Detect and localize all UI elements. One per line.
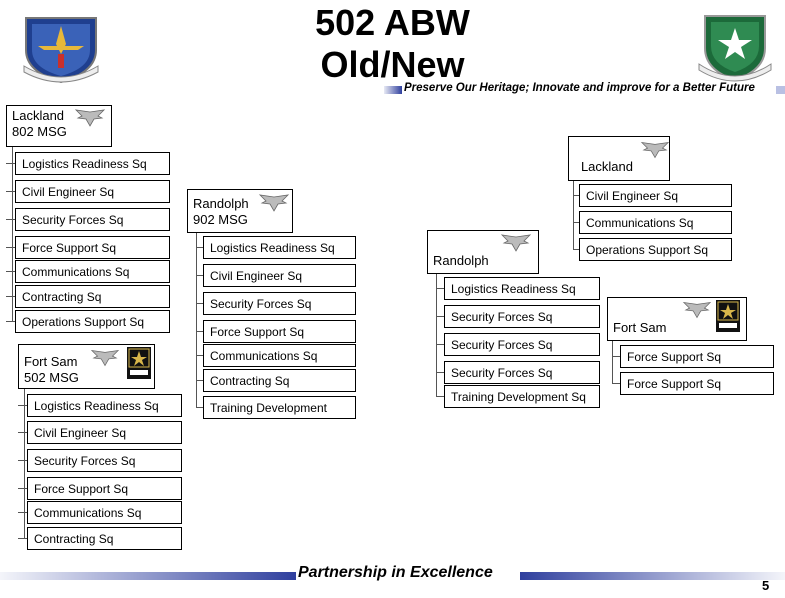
connector	[436, 372, 446, 373]
connector	[436, 316, 446, 317]
fort-sam-new-sq-2: Force Support Sq	[620, 372, 774, 395]
lackland-old-sq-4: Force Support Sq	[15, 236, 170, 259]
lackland-new-sq-3: Operations Support Sq	[579, 238, 732, 261]
lackland-old-unit: 802 MSG	[12, 124, 67, 139]
fort-sam-old-sq-6: Contracting Sq	[27, 527, 182, 550]
eagle-insignia-icon	[640, 141, 670, 159]
footer-accent-bar-right	[520, 572, 785, 580]
lackland-old-sq-3: Security Forces Sq	[15, 208, 170, 231]
connector	[6, 219, 16, 220]
randolph-old-sq-4: Force Support Sq	[203, 320, 356, 343]
randolph-new-name: Randolph	[433, 253, 489, 268]
randolph-new-trunk	[436, 274, 437, 396]
randolph-new-sq-4: Security Forces Sq	[444, 361, 600, 384]
fort-sam-new-name: Fort Sam	[613, 320, 667, 335]
502-abw-shield-logo	[697, 12, 773, 84]
fort-sam-old-unit: 502 MSG	[24, 370, 79, 385]
army-star-icon	[716, 300, 740, 332]
lackland-old-sq-7: Operations Support Sq	[15, 310, 170, 333]
connector	[18, 538, 28, 539]
connector	[6, 247, 16, 248]
title-line-1: 502 ABW	[315, 2, 470, 43]
randolph-new-sq-3: Security Forces Sq	[444, 333, 600, 356]
connector	[18, 405, 28, 406]
randolph-old-sq-1: Logistics Readiness Sq	[203, 236, 356, 259]
connector	[196, 247, 204, 248]
fort-sam-new-trunk	[612, 341, 613, 384]
connector	[573, 222, 581, 223]
connector	[196, 355, 204, 356]
randolph-902-msg-box: Randolph 902 MSG	[187, 189, 293, 233]
eagle-insignia-icon	[500, 234, 532, 252]
connector	[18, 488, 28, 489]
connector	[18, 432, 28, 433]
connector	[196, 407, 204, 408]
randolph-new-sq-1: Logistics Readiness Sq	[444, 277, 600, 300]
eagle-insignia-icon	[258, 194, 290, 212]
title-line-2: Old/New	[320, 44, 465, 85]
lackland-new-sq-2: Communications Sq	[579, 211, 732, 234]
connector	[573, 195, 581, 196]
connector	[573, 249, 581, 250]
eagle-insignia-icon	[74, 109, 106, 127]
randolph-new-sq-5: Training Development Sq	[444, 385, 600, 408]
fort-sam-old-sq-5: Communications Sq	[27, 501, 182, 524]
aetc-shield-logo	[20, 10, 102, 84]
header-accent-bar-end	[776, 86, 785, 94]
randolph-old-sq-2: Civil Engineer Sq	[203, 264, 356, 287]
connector	[196, 275, 204, 276]
randolph-old-trunk	[196, 233, 197, 408]
connector	[436, 396, 446, 397]
connector	[196, 303, 204, 304]
connector	[18, 460, 28, 461]
randolph-old-sq-7: Training Development	[203, 396, 356, 419]
header-accent-bar	[384, 86, 402, 94]
lackland-old-sq-2: Civil Engineer Sq	[15, 180, 170, 203]
randolph-old-sq-3: Security Forces Sq	[203, 292, 356, 315]
lackland-old-sq-5: Communications Sq	[15, 260, 170, 283]
page-number: 5	[762, 578, 770, 593]
lackland-new-name: Lackland	[580, 159, 633, 174]
connector	[6, 163, 16, 164]
lackland-old-name: Lackland	[12, 108, 65, 123]
randolph-old-name: Randolph	[193, 196, 249, 211]
connector	[612, 383, 622, 384]
connector	[6, 271, 16, 272]
lackland-old-trunk	[12, 147, 13, 321]
randolph-old-unit: 902 MSG	[193, 212, 248, 227]
footer-partnership: Partnership in Excellence	[298, 564, 493, 581]
army-star-icon	[127, 347, 151, 379]
fort-sam-old-trunk	[24, 389, 25, 539]
connector	[18, 512, 28, 513]
connector	[436, 288, 446, 289]
randolph-old-sq-6: Contracting Sq	[203, 369, 356, 392]
fort-sam-old-sq-4: Force Support Sq	[27, 477, 182, 500]
eagle-insignia-icon	[682, 301, 712, 319]
connector	[6, 321, 16, 322]
lackland-old-sq-6: Contracting Sq	[15, 285, 170, 308]
fort-sam-old-sq-3: Security Forces Sq	[27, 449, 182, 472]
fort-sam-old-name: Fort Sam	[24, 354, 78, 369]
connector	[436, 344, 446, 345]
fort-sam-old-sq-2: Civil Engineer Sq	[27, 421, 182, 444]
page-title: 502 ABW Old/New	[250, 2, 535, 86]
connector	[612, 356, 622, 357]
connector	[196, 380, 204, 381]
randolph-old-sq-5: Communications Sq	[203, 344, 356, 367]
lackland-new-sq-1: Civil Engineer Sq	[579, 184, 732, 207]
fort-sam-new-sq-1: Force Support Sq	[620, 345, 774, 368]
connector	[196, 331, 204, 332]
motto: Preserve Our Heritage; Innovate and impr…	[404, 82, 755, 94]
fort-sam-old-sq-1: Logistics Readiness Sq	[27, 394, 182, 417]
connector	[6, 296, 16, 297]
lackland-new-box: Lackland	[568, 136, 670, 181]
connector	[6, 191, 16, 192]
lackland-new-trunk	[573, 181, 574, 249]
eagle-insignia-icon	[90, 349, 120, 367]
footer-accent-bar-left	[0, 572, 296, 580]
randolph-new-sq-2: Security Forces Sq	[444, 305, 600, 328]
lackland-old-sq-1: Logistics Readiness Sq	[15, 152, 170, 175]
